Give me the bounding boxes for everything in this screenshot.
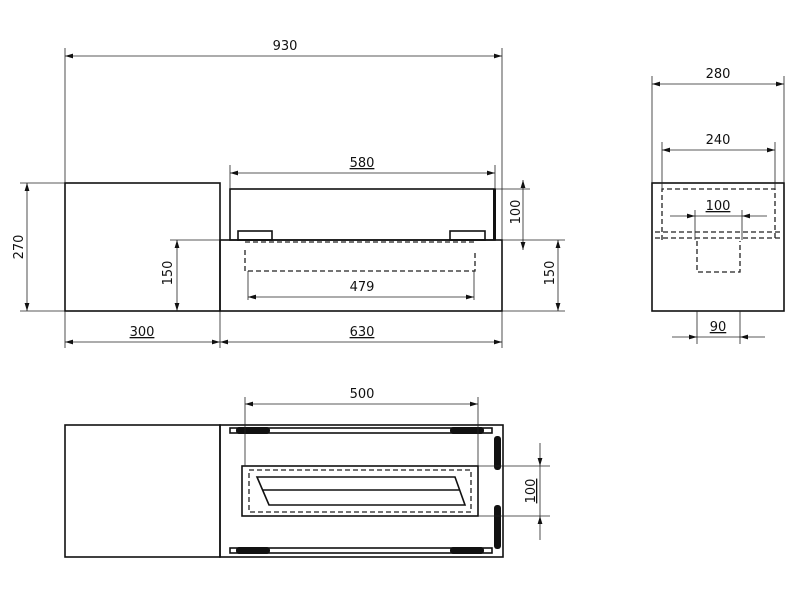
base-block <box>219 239 503 312</box>
dim-label-overall-width: 930 <box>273 39 298 54</box>
dim-label-total-height: 270 <box>12 235 27 260</box>
burner-hidden <box>244 250 476 272</box>
side-view: 280 240 100 90 <box>651 67 785 344</box>
dim-label-burner-depth: 100 <box>706 199 731 214</box>
top-base-block <box>219 424 504 558</box>
dim-label-inner-depth: 240 <box>706 133 731 148</box>
rail-top <box>229 427 493 434</box>
dim-label-glass-height: 100 <box>509 200 524 225</box>
dim-label-base-height-right: 150 <box>543 261 558 286</box>
burner-slot <box>241 465 479 517</box>
dim-label-slot-depth: 100 <box>524 479 539 504</box>
glass-clip-right <box>449 230 486 241</box>
top-left-block <box>64 424 221 558</box>
glass-panel <box>229 188 496 241</box>
glass-edge <box>493 189 496 240</box>
rail-bottom <box>229 547 493 554</box>
dim-label-left-width: 300 <box>130 325 155 340</box>
dim-label-right-width: 630 <box>350 325 375 340</box>
dim-label-tank-width: 90 <box>710 320 727 335</box>
tank-hidden <box>696 241 741 273</box>
front-view: 930 580 100 270 150 150 479 300 630 <box>12 39 565 348</box>
glass-clip-left <box>237 230 273 241</box>
top-view: 500 100 <box>64 387 550 558</box>
side-block <box>651 182 785 312</box>
dim-label-rail-spacing: 500 <box>350 387 375 402</box>
left-block <box>64 182 221 312</box>
burner-grate <box>255 476 467 506</box>
dim-label-burner-width: 479 <box>350 280 375 295</box>
dim-label-depth: 280 <box>706 67 731 82</box>
dim-label-base-height-left: 150 <box>161 261 176 286</box>
dim-label-glass-width: 580 <box>350 156 375 171</box>
